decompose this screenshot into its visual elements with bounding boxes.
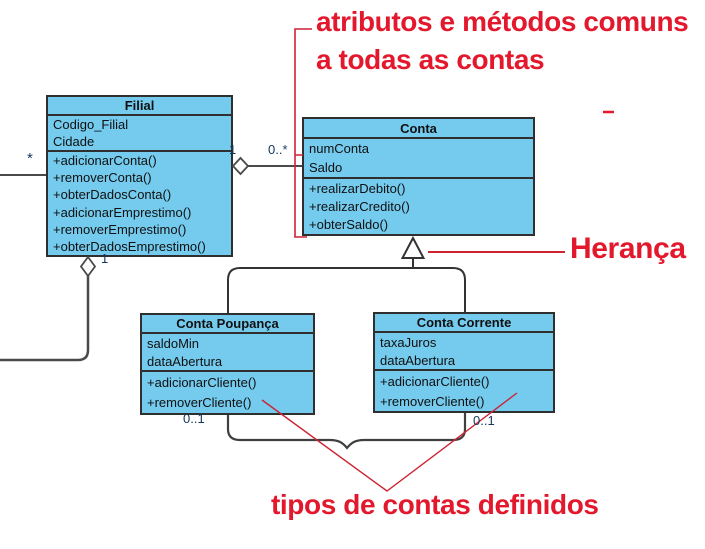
- multiplicity-label: 0..1: [473, 413, 495, 428]
- class-conta-corrente: Conta Corrente taxaJuros dataAbertura +a…: [373, 312, 555, 413]
- aggregation-diamond-icon: [79, 255, 97, 278]
- multiplicity-label: 1: [101, 251, 109, 266]
- conta-methods: +realizarDebito() +realizarCredito() +ob…: [304, 179, 533, 234]
- brace-link-line: [226, 413, 467, 450]
- inheritance-triangle-icon: [400, 235, 426, 259]
- aggregation-line: [0, 276, 90, 362]
- annotation-common-line2: a todas as contas: [316, 44, 545, 75]
- conta-poupanca-methods: +adicionarCliente() +removerCliente(): [142, 372, 313, 413]
- class-filial: Filial Codigo_Filial Cidade +adicionarCo…: [46, 95, 233, 257]
- annotation-common-line1: atributos e métodos comuns: [316, 6, 689, 37]
- multiplicity-label: 0..1: [183, 411, 205, 426]
- conta-corrente-methods: +adicionarCliente() +removerCliente(): [375, 371, 553, 411]
- attribute-row: dataAbertura: [147, 353, 223, 369]
- attribute-row: Cidade: [53, 134, 95, 149]
- attribute-row: Codigo_Filial: [53, 117, 129, 132]
- multiplicity-label: *: [27, 150, 33, 167]
- attribute-row: Saldo: [309, 160, 343, 175]
- method-row: +obterDadosEmprestimo(): [53, 238, 206, 254]
- method-row: +adicionarEmprestimo(): [53, 204, 192, 220]
- multiplicity-label: 1: [229, 142, 237, 157]
- conta-corrente-attributes: taxaJuros dataAbertura: [375, 333, 553, 371]
- multiplicity-label: 0..*: [268, 142, 288, 157]
- attribute-row: numConta: [309, 141, 369, 156]
- class-title-conta: Conta: [304, 119, 533, 139]
- filial-attributes: Codigo_Filial Cidade: [48, 116, 231, 152]
- class-title-conta-poupanca: Conta Poupança: [142, 315, 313, 334]
- attribute-row: taxaJuros: [380, 334, 437, 350]
- method-row: +removerCliente(): [147, 395, 252, 411]
- attribute-row: dataAbertura: [380, 352, 456, 368]
- method-row: +adicionarCliente(): [380, 373, 490, 389]
- filial-methods: +adicionarConta() +removerConta() +obter…: [48, 152, 231, 255]
- annotation-types: tipos de contas definidos: [271, 489, 599, 520]
- class-conta: Conta numConta Saldo +realizarDebito() +…: [302, 117, 535, 236]
- inheritance-line: [227, 267, 466, 313]
- aggregation-diamond-icon: [231, 156, 250, 176]
- method-row: +removerEmprestimo(): [53, 221, 187, 237]
- method-row: +realizarCredito(): [309, 198, 410, 214]
- method-row: +removerConta(): [53, 170, 152, 186]
- method-row: +obterDadosConta(): [53, 187, 172, 203]
- attribute-row: saldoMin: [147, 335, 200, 351]
- method-row: +adicionarCliente(): [147, 374, 257, 390]
- class-conta-poupanca: Conta Poupança saldoMin dataAbertura +ad…: [140, 313, 315, 415]
- method-row: +realizarDebito(): [309, 180, 406, 196]
- conta-attributes: numConta Saldo: [304, 139, 533, 179]
- method-row: +obterSaldo(): [309, 217, 389, 233]
- conta-poupanca-attributes: saldoMin dataAbertura: [142, 334, 313, 372]
- annotation-heranca: Herança: [570, 232, 686, 265]
- class-title-filial: Filial: [48, 97, 231, 116]
- method-row: +adicionarConta(): [53, 153, 157, 169]
- method-row: +removerCliente(): [380, 393, 485, 409]
- class-title-conta-corrente: Conta Corrente: [375, 314, 553, 333]
